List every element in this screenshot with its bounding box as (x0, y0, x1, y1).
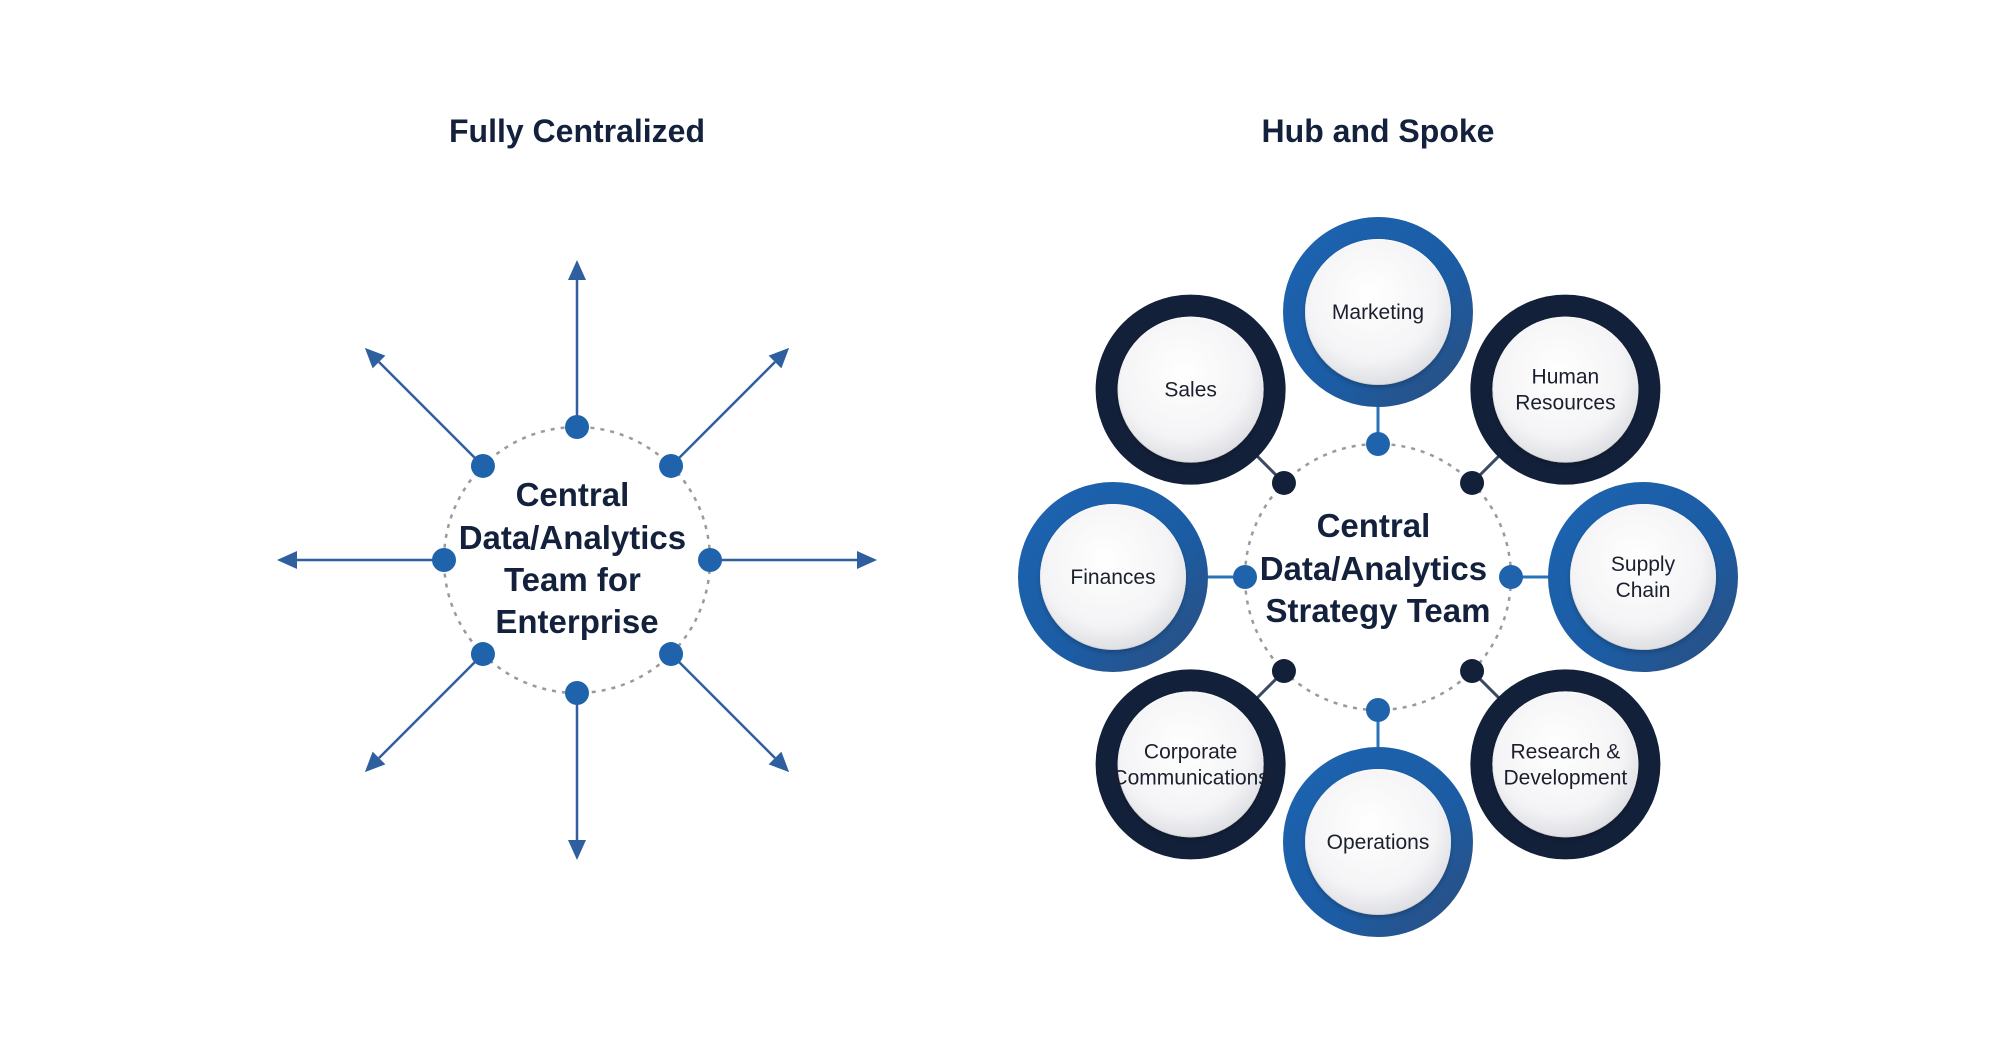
spoke-label-line: Sales (1164, 379, 1217, 402)
outward-arrow (568, 260, 586, 427)
connector-dot (659, 453, 684, 478)
spoke-disc (1118, 692, 1263, 837)
spoke-label-sales: Sales (1164, 379, 1217, 402)
spoke-node-research-development: Research & Development (1470, 669, 1661, 860)
spoke-ring (1095, 294, 1286, 485)
connector-dot (565, 415, 589, 439)
hub-dot-corporate-communications (1271, 659, 1296, 684)
outward-arrow (277, 551, 444, 569)
outward-arrow (364, 653, 484, 773)
hub-center-line-3: Strategy Team (1266, 592, 1491, 629)
outward-arrow (670, 347, 790, 467)
hub-dot-supply-chain (1499, 565, 1523, 589)
spoke-label-line: Operations (1327, 831, 1430, 854)
spoke-label-finances: Finances (1070, 566, 1155, 589)
spoke-disc (1493, 317, 1638, 462)
spoke-disc (1041, 505, 1185, 649)
spoke-label-line: Supply (1611, 553, 1676, 576)
spoke-ring (1548, 482, 1738, 672)
fully-centralized-title: Fully Centralized (449, 113, 705, 149)
spoke-disc (1118, 317, 1263, 462)
hub-dot-operations (1366, 698, 1390, 722)
arrowhead (277, 551, 297, 569)
arrowhead (857, 551, 877, 569)
left-center-label: Central Data/Analytics Team for Enterpri… (459, 476, 696, 640)
hub-center-label: Central Data/Analytics Strategy Team (1260, 507, 1497, 629)
arrowhead (364, 347, 386, 369)
spoke-node-operations: Operations (1283, 747, 1473, 937)
left-center-line-1: Central (516, 476, 630, 513)
spoke-node-sales: Sales (1095, 294, 1286, 485)
left-center-line-4: Enterprise (495, 603, 658, 640)
spoke-label-line: Finances (1070, 566, 1155, 589)
left-arrows (277, 260, 877, 860)
connector-dot (659, 642, 684, 667)
spoke-ring (1470, 294, 1661, 485)
outward-arrow (364, 347, 484, 467)
connector-dot (432, 548, 456, 572)
spoke-label-line: Research & (1511, 740, 1621, 763)
spoke-label-operations: Operations (1327, 831, 1430, 854)
spoke-disc (1306, 770, 1450, 914)
spoke-ring (1018, 482, 1208, 672)
spoke-label-line: Chain (1616, 579, 1671, 602)
arrowhead (768, 751, 790, 773)
arrowhead (568, 840, 586, 860)
spoke-label-line: Corporate (1144, 740, 1237, 763)
spoke-disc (1493, 692, 1638, 837)
connector-dot (698, 548, 722, 572)
arrowhead (364, 751, 386, 773)
hub-dot-sales (1271, 470, 1296, 495)
spoke-label-research-development: Research & Development (1504, 740, 1628, 789)
hub-dot-human-resources (1460, 470, 1485, 495)
left-center-line-3: Team for (504, 561, 641, 598)
spoke-ring (1470, 669, 1661, 860)
spoke-disc (1571, 505, 1715, 649)
spoke-node-marketing: Marketing (1283, 217, 1473, 407)
outward-arrow (710, 551, 877, 569)
hub-dot-research-development (1460, 659, 1485, 684)
spoke-node-finances: Finances (1018, 482, 1208, 672)
fully-centralized-diagram: Fully Centralized Central Data/Analytics… (277, 113, 877, 860)
hub-connector-dots (1233, 432, 1523, 722)
hub-dot-marketing (1366, 432, 1390, 456)
connector-dot (470, 453, 495, 478)
outward-arrow (568, 693, 586, 860)
spoke-label-line: Marketing (1332, 301, 1424, 324)
outward-arrow (670, 653, 790, 773)
hub-and-spoke-diagram: Hub and Spoke Central Data/Analytics Str… (1018, 113, 1738, 937)
left-center-line-2: Data/Analytics (459, 519, 686, 556)
spoke-label-line: Development (1504, 766, 1628, 789)
spoke-label-line: Resources (1515, 392, 1615, 415)
left-connector-dots (432, 415, 722, 705)
spoke-label-line: Communications (1112, 766, 1268, 789)
spoke-label-line: Human (1532, 366, 1600, 389)
hub-and-spoke-title: Hub and Spoke (1262, 113, 1495, 149)
arrowhead (568, 260, 586, 280)
hub-center-line-2: Data/Analytics (1260, 550, 1487, 587)
spoke-ring (1283, 747, 1473, 937)
spoke-ring (1283, 217, 1473, 407)
hub-dot-finances (1233, 565, 1257, 589)
arrowhead (768, 347, 790, 369)
spoke-label-marketing: Marketing (1332, 301, 1424, 324)
connector-dot (565, 681, 589, 705)
spoke-ring (1095, 669, 1286, 860)
hub-center-line-1: Central (1317, 507, 1431, 544)
connector-dot (470, 642, 495, 667)
spoke-disc (1306, 240, 1450, 384)
